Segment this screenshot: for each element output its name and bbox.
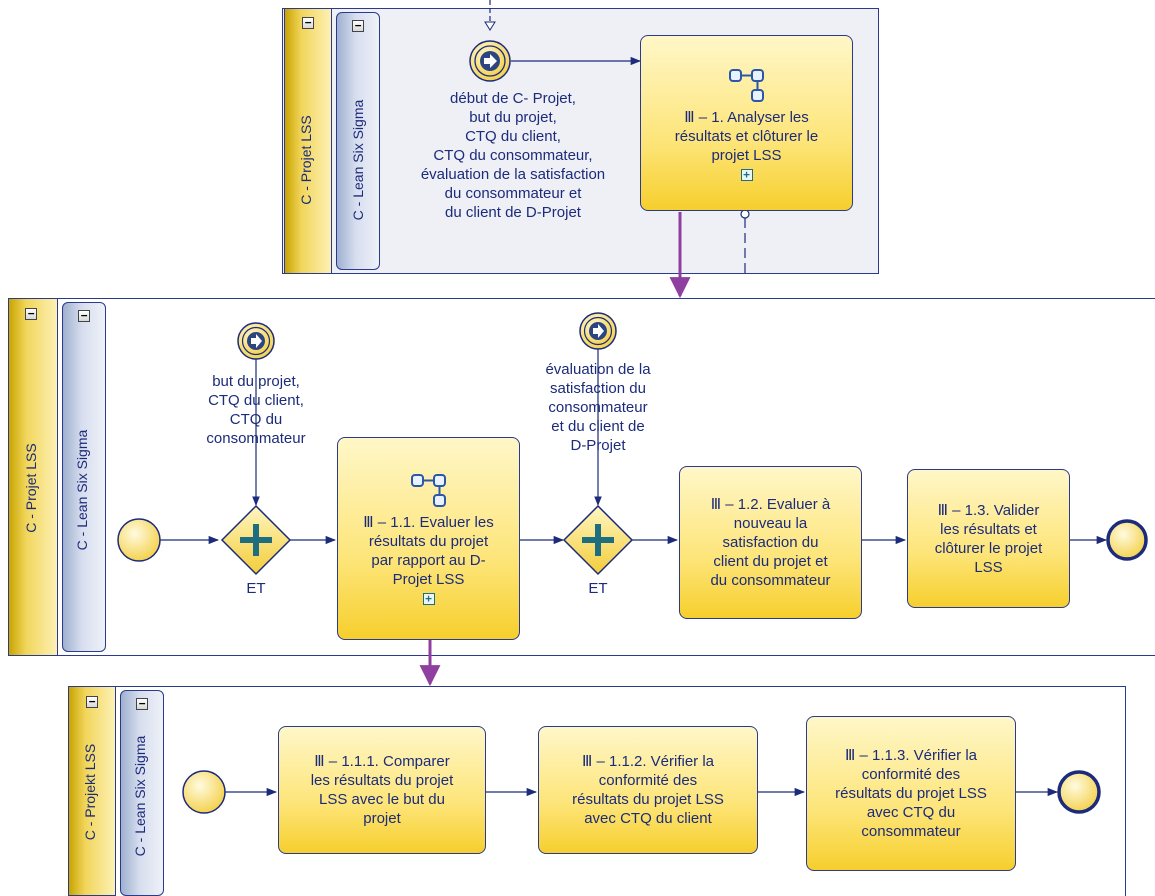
task-verifier-ctq-consommateur[interactable]: Ⅲ – 1.1.3. Vérifier la conformité des ré… bbox=[806, 716, 1016, 871]
and-gateway-1-label: ET bbox=[246, 580, 266, 597]
middle-lane-inner bbox=[62, 302, 106, 652]
top-task-attachment-icon bbox=[740, 209, 750, 219]
label-line: début de C- Projet, bbox=[450, 90, 576, 107]
task-comparer-resultats[interactable]: Ⅲ – 1.1.1. Comparer les résultats du pro… bbox=[278, 726, 486, 854]
top-lane-outer-collapse-button[interactable]: − bbox=[302, 17, 314, 29]
task-line: les résultats et bbox=[940, 520, 1037, 538]
and-gateway-2-label: ET bbox=[588, 580, 608, 597]
label-line: CTQ du client, bbox=[465, 128, 561, 145]
task-line: Ⅲ – 1.1.3. Vérifier la bbox=[844, 747, 978, 764]
label-line: consommateur bbox=[206, 430, 306, 447]
label-line: consommateur bbox=[548, 399, 648, 416]
task-line: Projet LSS bbox=[392, 570, 465, 588]
label-line: D-Projet bbox=[570, 437, 626, 454]
task-line: projet LSS bbox=[711, 146, 782, 164]
middle-message-event-1-label: but du projet, CTQ du client, CTQ du con… bbox=[170, 372, 342, 448]
task-line: Ⅲ – 1.3. Valider bbox=[937, 501, 1040, 519]
task-line: LSS bbox=[974, 558, 1003, 576]
task-line: résultats et clôturer le bbox=[674, 127, 819, 145]
middle-lane-outer-collapse-button[interactable]: − bbox=[25, 308, 37, 320]
label-line: évaluation de la bbox=[545, 361, 651, 378]
middle-lane-outer bbox=[8, 298, 58, 656]
middle-message-event-2[interactable] bbox=[579, 312, 617, 350]
task-line: Ⅲ – 1.1.2. Vérifier la bbox=[581, 753, 715, 770]
bottom-lane-outer-collapse-button[interactable]: − bbox=[86, 696, 98, 708]
label-line: but du projet, bbox=[212, 373, 300, 390]
task-line: Ⅲ – 1. Analyser les bbox=[684, 108, 809, 126]
middle-lane-inner-collapse-button[interactable]: − bbox=[78, 310, 90, 322]
task-line: avec CTQ du client bbox=[584, 810, 712, 827]
task-line: avec CTQ du bbox=[866, 804, 956, 821]
task-line: projet bbox=[363, 810, 401, 827]
bottom-start-event[interactable] bbox=[182, 770, 226, 814]
top-lane-inner-collapse-button[interactable]: − bbox=[352, 20, 364, 32]
middle-message-event-1[interactable] bbox=[237, 322, 275, 360]
task-line: nouveau la bbox=[733, 515, 808, 532]
middle-start-event[interactable] bbox=[117, 518, 161, 562]
task-line: satisfaction du bbox=[722, 534, 819, 551]
bottom-lane-inner bbox=[120, 690, 164, 896]
task-line: clôturer le projet bbox=[934, 539, 1043, 557]
subprocess-icon bbox=[728, 68, 764, 102]
top-start-event-label: début de C- Projet, but du projet, CTQ d… bbox=[385, 89, 641, 222]
task-line: résultats du projet bbox=[368, 532, 489, 550]
bottom-lane-inner-collapse-button[interactable]: − bbox=[136, 698, 148, 710]
middle-end-event[interactable] bbox=[1106, 519, 1148, 561]
task-analyser-resultats[interactable]: Ⅲ – 1. Analyser les résultats et clôture… bbox=[640, 35, 853, 211]
task-line: LSS avec le but du bbox=[319, 791, 445, 808]
label-line: et du client de bbox=[551, 418, 645, 435]
task-line: résultats du projet LSS bbox=[835, 785, 987, 802]
label-line: CTQ du client, bbox=[208, 392, 304, 409]
label-line: but du projet, bbox=[469, 109, 557, 126]
label-line: du consommateur et bbox=[444, 185, 582, 202]
middle-message-event-2-label: évaluation de la satisfaction du consomm… bbox=[520, 360, 676, 455]
bottom-end-event[interactable] bbox=[1057, 770, 1101, 814]
top-start-message-event[interactable] bbox=[469, 40, 511, 82]
and-gateway-1[interactable] bbox=[220, 504, 292, 576]
top-incoming-message-arrow bbox=[484, 21, 496, 31]
task-line: les résultats du projet bbox=[310, 772, 454, 789]
label-line: CTQ du bbox=[229, 411, 283, 428]
label-line: évaluation de la satisfaction bbox=[420, 166, 606, 183]
task-line: conformité des bbox=[861, 766, 961, 783]
task-line: conformité des bbox=[598, 772, 698, 789]
task-line: par rapport au D- bbox=[371, 551, 486, 569]
label-line: du client de D-Projet bbox=[445, 204, 581, 221]
task-verifier-ctq-client[interactable]: Ⅲ – 1.1.2. Vérifier la conformité des ré… bbox=[538, 726, 758, 854]
task-line: Ⅲ – 1.1.1. Comparer bbox=[314, 753, 450, 770]
task-line: client du projet et bbox=[713, 553, 828, 570]
subprocess-icon bbox=[410, 473, 446, 507]
task-valider-resultats[interactable]: Ⅲ – 1.3. Valider les résultats et clôtur… bbox=[907, 469, 1070, 608]
task-line: Ⅲ – 1.2. Evaluer à bbox=[710, 496, 831, 513]
task-line: Ⅲ – 1.1. Evaluer les bbox=[363, 513, 494, 531]
label-line: satisfaction du bbox=[550, 380, 646, 397]
label-line: CTQ du consommateur, bbox=[433, 147, 593, 164]
expand-subprocess-icon[interactable]: + bbox=[422, 592, 435, 605]
task-line: consommateur bbox=[861, 823, 961, 840]
and-gateway-2[interactable] bbox=[562, 504, 634, 576]
expand-subprocess-icon[interactable]: + bbox=[740, 168, 753, 181]
task-evaluer-resultats[interactable]: Ⅲ – 1.1. Evaluer les résultats du projet… bbox=[337, 437, 520, 640]
top-lane-inner bbox=[336, 12, 380, 270]
top-lane-outer bbox=[284, 8, 332, 274]
task-evaluer-satisfaction[interactable]: Ⅲ – 1.2. Evaluer à nouveau la satisfacti… bbox=[679, 466, 862, 619]
task-line: du consommateur bbox=[710, 572, 831, 589]
task-line: résultats du projet LSS bbox=[572, 791, 724, 808]
